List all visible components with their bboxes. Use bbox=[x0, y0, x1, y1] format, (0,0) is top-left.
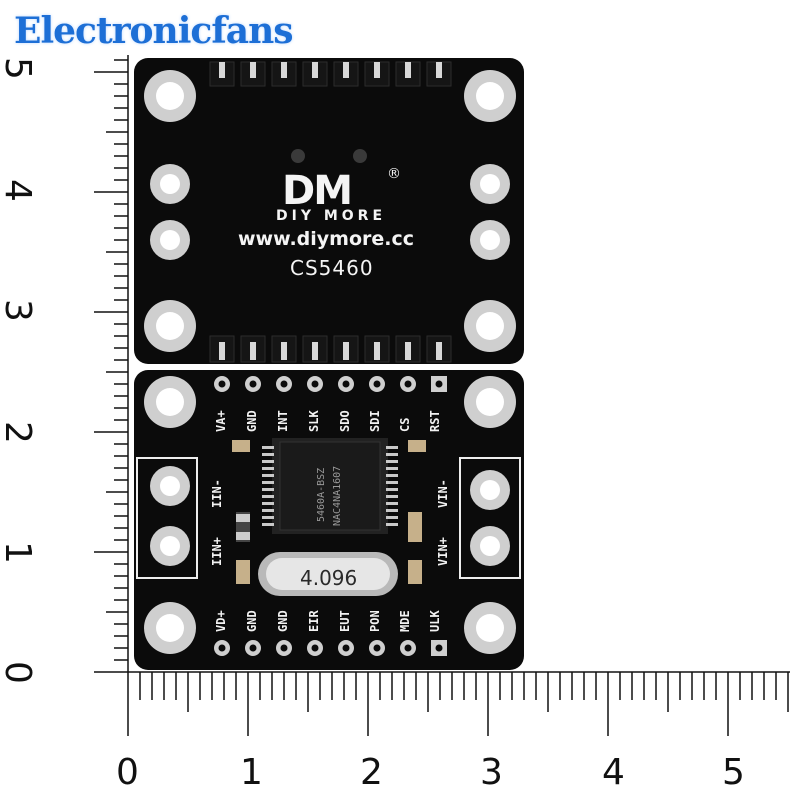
pin-label-rst: RST bbox=[428, 410, 442, 432]
ruler-v-5: 5 bbox=[0, 57, 38, 80]
pcb-top-board bbox=[134, 58, 524, 364]
watermark-text: Electronicfans bbox=[14, 10, 294, 52]
pin-label-gnd-1: GND bbox=[245, 610, 259, 632]
terminal-label-iin-plus: IIN+ bbox=[210, 537, 224, 566]
header-pins-top bbox=[209, 61, 452, 87]
ruler-h-0: 0 bbox=[116, 752, 139, 793]
pin-label-eir: EIR bbox=[307, 610, 321, 632]
pin-label-sdi: SDI bbox=[368, 410, 382, 432]
ruler-v-2: 2 bbox=[0, 421, 38, 444]
ruler-v-4: 4 bbox=[0, 179, 38, 202]
ruler-horizontal bbox=[127, 671, 790, 736]
pin-label-mde: MDE bbox=[398, 610, 412, 632]
model-label: CS5460 bbox=[290, 256, 374, 280]
ruler-h-5: 5 bbox=[722, 752, 745, 793]
crystal-frequency: 4.096 bbox=[300, 566, 358, 590]
brand-name: DIY MORE bbox=[276, 208, 387, 224]
terminal-label-iin-minus: IIN- bbox=[210, 479, 224, 508]
ruler-h-1: 1 bbox=[240, 752, 263, 793]
ruler-vertical bbox=[94, 55, 129, 673]
registered-mark: ® bbox=[387, 166, 401, 182]
pin-label-vd-plus: VD+ bbox=[214, 610, 228, 632]
cs5460-chip bbox=[262, 438, 398, 534]
brand-logo: DM bbox=[282, 168, 353, 214]
pin-label-int: INT bbox=[276, 410, 290, 432]
pin-label-slk: SLK bbox=[307, 410, 321, 432]
terminal-label-vin-plus: VIN+ bbox=[436, 537, 450, 566]
terminal-label-vin-minus: VIN- bbox=[436, 479, 450, 508]
pin-pads-bottom bbox=[214, 640, 447, 656]
crystal-oscillator bbox=[258, 552, 398, 596]
ruler-h-2: 2 bbox=[360, 752, 383, 793]
chip-marking-1: 5460A-BSZ bbox=[316, 467, 327, 522]
ruler-h-4: 4 bbox=[602, 752, 625, 793]
pin-label-gnd-2: GND bbox=[276, 610, 290, 632]
pin-label-pon: PON bbox=[368, 610, 382, 632]
ruler-h-3: 3 bbox=[480, 752, 503, 793]
terminal-pads bbox=[150, 466, 510, 566]
ruler-v-1: 1 bbox=[0, 541, 38, 564]
pin-label-va-plus: VA+ bbox=[214, 410, 228, 432]
pin-label-ulk: ULK bbox=[428, 610, 442, 632]
ruler-v-0: 0 bbox=[0, 661, 38, 684]
mounting-holes bbox=[144, 70, 516, 352]
chip-marking-2: NAC4NA1607 bbox=[332, 465, 343, 526]
pin-pads-top bbox=[214, 376, 447, 392]
pin-label-eut: EUT bbox=[338, 610, 352, 632]
pin-label-sdo: SDO bbox=[338, 410, 352, 432]
mounting-holes-bottom bbox=[144, 376, 516, 654]
header-pins-bottom bbox=[209, 335, 452, 363]
pin-label-cs: CS bbox=[398, 417, 412, 432]
pin-label-gnd-top: GND bbox=[245, 410, 259, 432]
brand-url: www.diymore.cc bbox=[238, 228, 415, 250]
pcb-bottom-board bbox=[134, 370, 524, 670]
ruler-v-3: 3 bbox=[0, 299, 38, 322]
